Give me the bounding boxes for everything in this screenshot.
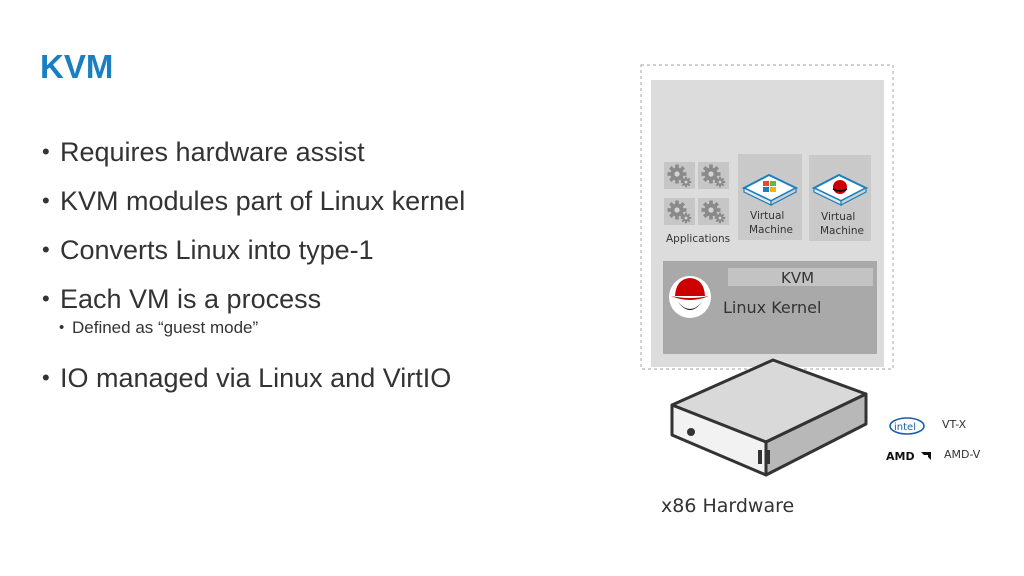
bullet-item: KVM modules part of Linux kernel (42, 183, 602, 219)
bullet-item: Requires hardware assist (42, 134, 602, 170)
virtual-machine-1: Virtual Machine (738, 154, 802, 240)
slide-title: KVM (40, 48, 114, 85)
vm-label-line1: Virtual (750, 210, 784, 222)
redhat-vm-icon (811, 173, 869, 206)
amd-logo: AMD (886, 450, 931, 463)
bullet-item: IO managed via Linux and VirtIO (42, 360, 602, 396)
intel-logo: intel (889, 417, 925, 435)
kvm-label: KVM (781, 269, 814, 287)
amd-feature-label: AMD-V (944, 448, 981, 461)
svg-text:intel: intel (894, 422, 916, 433)
kvm-module-bar (728, 268, 873, 286)
intel-feature-label: VT-X (942, 418, 967, 431)
linux-kernel-block: KVM Linux Kernel (663, 261, 877, 354)
hardware-server-icon (670, 358, 868, 477)
bullet-list: Requires hardware assist KVM modules par… (42, 134, 602, 409)
kernel-label: Linux Kernel (723, 298, 821, 317)
windows-vm-icon (741, 173, 799, 206)
hardware-label: x86 Hardware (661, 495, 794, 517)
redhat-shadowman-icon (669, 276, 711, 318)
bullet-item: Converts Linux into type-1 (42, 232, 602, 268)
vm-label-line1: Virtual (821, 211, 855, 223)
virtual-machine-2: Virtual Machine (809, 155, 871, 241)
bullet-item: Each VM is a process (42, 281, 602, 317)
vm-label-line2: Machine (820, 225, 864, 237)
vm-label-line2: Machine (749, 224, 793, 236)
svg-text:AMD: AMD (886, 450, 915, 463)
applications-label: Applications (666, 233, 730, 245)
applications-group: Applications (664, 162, 730, 245)
host-dashed-frame (640, 64, 894, 370)
sub-bullet-item: Defined as “guest mode” (59, 318, 602, 338)
